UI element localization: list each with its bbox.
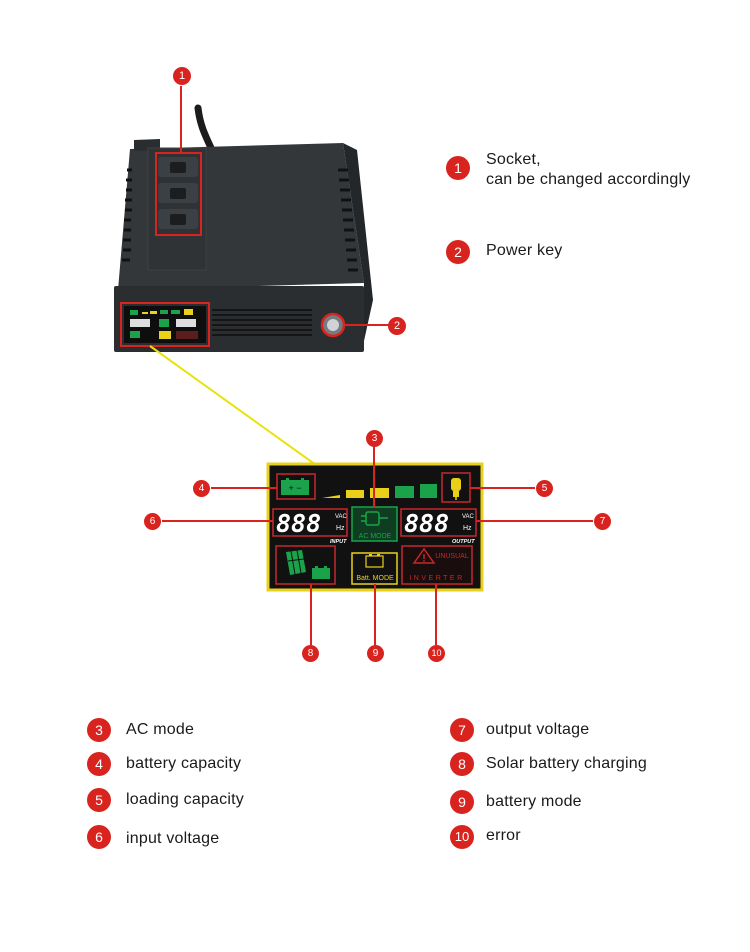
legend-badge-9: 9 bbox=[450, 790, 474, 814]
legend-badge-1: 1 bbox=[446, 156, 470, 180]
legend-label-4: battery capacity bbox=[126, 755, 242, 772]
socket-highlight-box bbox=[155, 152, 202, 236]
legend-label-3: AC mode bbox=[126, 721, 195, 738]
legend-badge-8: 8 bbox=[450, 752, 474, 776]
inverter-label: INVERTER bbox=[409, 575, 464, 582]
legend-badge-4: 4 bbox=[87, 752, 111, 776]
marker-badge-8: 8 bbox=[302, 645, 319, 662]
output-unit-vac: VAC bbox=[462, 514, 475, 520]
marker-badge-9: 9 bbox=[367, 645, 384, 662]
solar-panel-icon bbox=[275, 545, 336, 585]
legend-badge-3: 3 bbox=[87, 718, 111, 742]
device-lcd-detail bbox=[130, 309, 198, 339]
output-segment-box bbox=[400, 508, 477, 537]
input-unit-vac: VAC bbox=[335, 514, 348, 520]
legend-label-8: Solar battery charging bbox=[486, 755, 647, 772]
lcd-leader-lines bbox=[162, 446, 593, 645]
legend-label-2: Power key bbox=[486, 242, 563, 259]
input-digits: 888 bbox=[276, 509, 321, 538]
legend-label-1-line-2: can be changed accordingly bbox=[486, 171, 691, 188]
input-caption: INPUT bbox=[330, 539, 347, 545]
legend-badge-7: 7 bbox=[450, 718, 474, 742]
legend-label-7: output voltage bbox=[486, 721, 590, 738]
left-vents bbox=[122, 168, 132, 262]
batt-mode-label: Batt. MODE bbox=[356, 575, 394, 582]
output-caption: OUTPUT bbox=[452, 539, 475, 545]
level-bars bbox=[322, 484, 437, 498]
marker-badge-6: 6 bbox=[144, 513, 161, 530]
marker-badge-10: 10 bbox=[428, 645, 445, 662]
legend-badge-10: 10 bbox=[450, 825, 474, 849]
front-vents bbox=[212, 309, 312, 336]
device-lcd-highlight-box bbox=[120, 302, 210, 347]
marker-badge-1: 1 bbox=[173, 67, 191, 85]
legend-label-1-line-1: Socket, bbox=[486, 151, 541, 168]
unusual-label: UNUSUAL bbox=[435, 553, 469, 560]
legend-label-1: Socket, can be changed accordingly bbox=[486, 150, 690, 190]
input-segment-box bbox=[272, 508, 348, 537]
power-key-icon bbox=[320, 312, 346, 338]
output-digits: 888 bbox=[404, 509, 449, 538]
legend-label-6: input voltage bbox=[126, 830, 220, 847]
input-unit-hz: Hz bbox=[336, 525, 345, 532]
marker-badge-5: 5 bbox=[536, 480, 553, 497]
legend-label-10: error bbox=[486, 827, 521, 844]
legend-badge-6: 6 bbox=[87, 825, 111, 849]
battery-icon bbox=[276, 473, 316, 500]
socket-icon bbox=[158, 157, 198, 229]
marker-badge-4: 4 bbox=[193, 480, 210, 497]
legend-badge-5: 5 bbox=[87, 788, 111, 812]
output-unit-hz: Hz bbox=[463, 525, 472, 532]
marker-badge-7: 7 bbox=[594, 513, 611, 530]
ac-mode-label: AC MODE bbox=[359, 533, 392, 540]
marker-badge-3: 3 bbox=[366, 430, 383, 447]
legend-label-9: battery mode bbox=[486, 793, 582, 810]
zoom-leader-line bbox=[149, 345, 317, 466]
power-cord bbox=[194, 104, 216, 154]
legend-label-5: loading capacity bbox=[126, 791, 244, 808]
legend-badge-2: 2 bbox=[446, 240, 470, 264]
marker-badge-2: 2 bbox=[388, 317, 406, 335]
battery-icon-label: + − bbox=[288, 483, 301, 493]
device-side bbox=[343, 143, 373, 350]
right-vents bbox=[338, 168, 358, 272]
battery-mode-icon bbox=[351, 552, 398, 585]
